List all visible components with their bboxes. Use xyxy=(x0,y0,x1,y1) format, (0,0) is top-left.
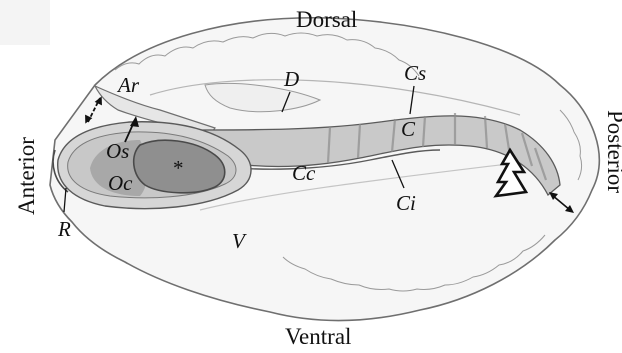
label-ci: Ci xyxy=(396,191,416,215)
label-anterior: Anterior xyxy=(14,137,39,215)
label-star: * xyxy=(173,156,184,180)
label-ventral: Ventral xyxy=(285,324,351,349)
label-cs: Cs xyxy=(404,61,426,85)
background-corner xyxy=(0,0,50,45)
label-cc: Cc xyxy=(292,161,316,185)
label-ar: Ar xyxy=(116,73,140,97)
label-posterior: Posterior xyxy=(603,110,622,193)
label-oc: Oc xyxy=(108,171,133,195)
label-r: R xyxy=(57,217,71,241)
label-c: C xyxy=(401,117,416,141)
label-v: V xyxy=(232,229,247,253)
label-dorsal: Dorsal xyxy=(296,7,357,32)
label-d: D xyxy=(283,67,299,91)
label-os: Os xyxy=(106,139,129,163)
